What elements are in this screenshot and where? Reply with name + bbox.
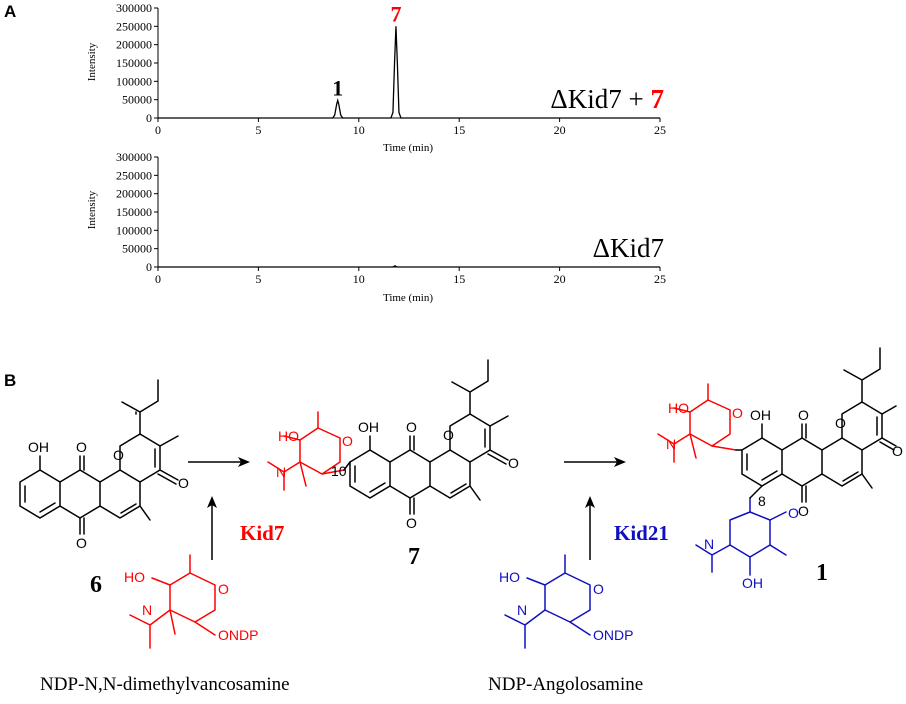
y-tick-label: 0 (146, 111, 152, 125)
compound-1-label: 1 (816, 560, 828, 586)
svg-text:O: O (76, 439, 87, 455)
x-tick-label: 20 (554, 123, 566, 137)
x-tick-label: 25 (654, 123, 666, 137)
svg-text:N: N (142, 602, 152, 618)
y-tick-label: 50000 (122, 242, 152, 256)
svg-text:O: O (798, 503, 809, 519)
y-axis-title: Intensity (86, 190, 98, 229)
chromatogram-trace (158, 26, 660, 119)
peak-label-1: 1 (332, 75, 343, 100)
svg-text:HO: HO (278, 428, 299, 444)
svg-text:ONDP: ONDP (593, 627, 633, 643)
y-tick-label: 200000 (116, 187, 152, 201)
svg-text:ONDP: ONDP (218, 627, 258, 643)
x-tick-label: 15 (453, 272, 465, 286)
x-axis-title: Time (min) (383, 292, 433, 304)
sugar-1-name: NDP-N,N-dimethylvancosamine (40, 674, 290, 695)
compound-1-structure: OH O O O O (735, 347, 903, 519)
svg-text:O: O (406, 419, 417, 435)
position-10-label: 10 (331, 463, 347, 479)
x-tick-label: 0 (155, 123, 161, 137)
x-tick-labels: 0 5 10 15 20 25 (155, 272, 666, 286)
svg-text:OH: OH (750, 407, 771, 423)
x-axis-title: Time (min) (383, 142, 433, 154)
svg-text:O: O (443, 427, 454, 443)
sample-label: ΔKid7 + 7 (550, 84, 664, 114)
chromatogram-kid7: Intensity Time (min) 0 50000 100000 150000 2… (86, 150, 666, 304)
x-tick-label: 15 (453, 123, 465, 137)
enzyme-kid7-label: Kid7 (240, 521, 284, 545)
svg-text:O: O (593, 581, 604, 597)
peak-label-7: 7 (390, 1, 401, 26)
y-tick-label: 300000 (116, 150, 152, 164)
peak-labels: 17 (332, 1, 401, 100)
y-axis-title: Intensity (86, 42, 98, 81)
panel-b-label: B (4, 371, 16, 390)
svg-text:OH: OH (28, 439, 49, 455)
svg-text:N: N (276, 464, 286, 480)
svg-text:O: O (788, 505, 799, 521)
trace (158, 265, 660, 268)
compound-6-label: 6 (90, 572, 102, 598)
position-8-label: 8 (758, 493, 766, 509)
compound-7-structure: OH O O O O (343, 359, 519, 531)
svg-text:OH: OH (742, 575, 763, 591)
sample-label: ΔKid7 (593, 233, 664, 263)
y-tick-label: 200000 (116, 38, 152, 52)
svg-text:O: O (798, 407, 809, 423)
svg-text:HO: HO (668, 400, 689, 416)
svg-text:O: O (835, 415, 846, 431)
compound-7-label: 7 (408, 544, 420, 570)
y-tick-label: 250000 (116, 19, 152, 33)
x-tick-label: 0 (155, 272, 161, 286)
svg-text:N: N (517, 602, 527, 618)
svg-text:OH: OH (358, 419, 379, 435)
compound-6-structure: OH O O O O (19, 379, 189, 551)
svg-text:N: N (666, 436, 676, 452)
y-tick-label: 150000 (116, 56, 152, 70)
y-tick-labels: 0 50000 100000 150000 200000 250000 300000 (116, 150, 152, 274)
svg-text:O: O (76, 535, 87, 551)
svg-text:O: O (732, 405, 743, 421)
panel-a-label: A (4, 2, 16, 21)
compound-1-vancosamine: HO O N (657, 383, 743, 463)
svg-text:O: O (892, 443, 903, 459)
enzyme-kid21-label: Kid21 (614, 521, 669, 545)
ndp-dimethylvancosamine-structure: HO O N ONDP (124, 554, 258, 649)
x-tick-labels: 0 5 10 15 20 25 (155, 123, 666, 137)
y-tick-label: 300000 (116, 1, 152, 15)
y-tick-label: 250000 (116, 168, 152, 182)
svg-text:O: O (342, 433, 353, 449)
svg-text:O: O (113, 447, 124, 463)
x-tick-label: 5 (255, 272, 261, 286)
x-tick-label: 10 (353, 123, 365, 137)
x-tick-label: 25 (654, 272, 666, 286)
y-tick-labels: 0 50000 100000 150000 200000 250000 300000 (116, 1, 152, 125)
sugar-2-name: NDP-Angolosamine (488, 674, 643, 695)
svg-text:O: O (508, 455, 519, 471)
y-tick-label: 100000 (116, 223, 152, 237)
chromatogram-trace (158, 265, 660, 268)
svg-text:O: O (218, 581, 229, 597)
x-tick-label: 5 (255, 123, 261, 137)
chromatogram-kid7-plus-7: Intensity Time (min) 0 50000 100000 150000 2… (86, 1, 666, 154)
svg-text:O: O (406, 515, 417, 531)
compound-7-sugar: HO O N (267, 411, 353, 491)
trace (158, 26, 660, 119)
y-tick-label: 100000 (116, 74, 152, 88)
ndp-angolosamine-structure: HO O N ONDP (499, 554, 633, 649)
svg-text:N: N (704, 536, 714, 552)
svg-text:HO: HO (499, 569, 520, 585)
y-tick-label: 0 (146, 260, 152, 274)
y-tick-label: 150000 (116, 205, 152, 219)
svg-text:O: O (178, 475, 189, 491)
compound-1-angolosamine: O N OH (695, 497, 799, 591)
axes (154, 156, 661, 271)
svg-text:HO: HO (124, 569, 145, 585)
x-tick-label: 10 (353, 272, 365, 286)
x-tick-label: 20 (554, 272, 566, 286)
y-tick-label: 50000 (122, 93, 152, 107)
